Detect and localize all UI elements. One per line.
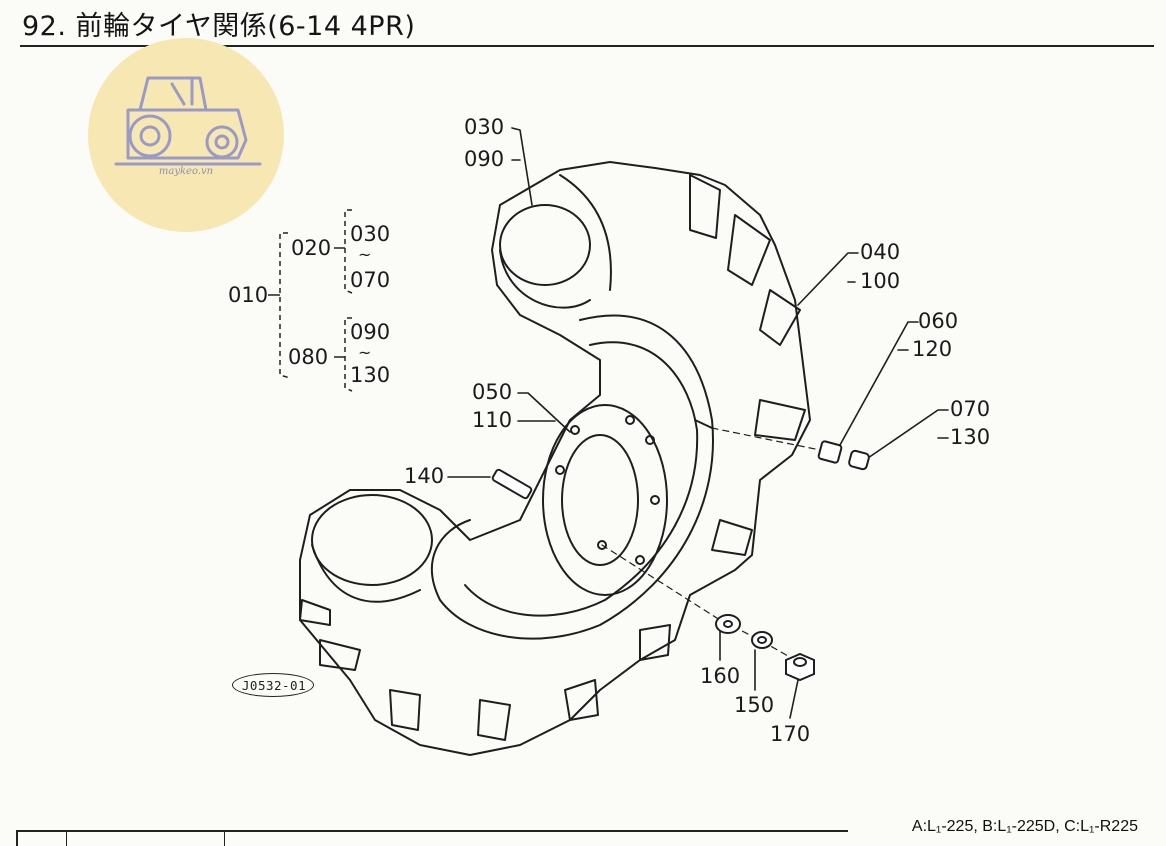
reference-code-oval: J0532-01 bbox=[232, 673, 314, 697]
callout-140: 140 bbox=[404, 464, 445, 488]
callout-040: 040 bbox=[860, 240, 901, 264]
callout-090: 090 bbox=[464, 147, 505, 171]
lower-tube-opening bbox=[311, 494, 433, 586]
tree-bracket-a bbox=[344, 209, 353, 294]
tree-group-b-from: 090 bbox=[350, 320, 391, 344]
watermark-logo: maykeo.vn bbox=[88, 38, 284, 232]
stud-bolt bbox=[491, 468, 533, 500]
callout-170: 170 bbox=[770, 722, 811, 746]
callout-110: 110 bbox=[472, 408, 513, 432]
tree-bracket-root bbox=[279, 232, 291, 379]
callout-150: 150 bbox=[734, 693, 775, 717]
watermark-brand: maykeo.vn bbox=[158, 166, 214, 177]
callout-100: 100 bbox=[860, 269, 901, 293]
tree-group-a-label: 020 bbox=[291, 236, 332, 260]
reference-code: J0532-01 bbox=[241, 678, 307, 693]
callout-070: 070 bbox=[950, 397, 991, 421]
callout-060: 060 bbox=[918, 309, 959, 333]
footer-table-divider bbox=[224, 832, 225, 846]
callout-160: 160 bbox=[700, 664, 741, 688]
title-rule bbox=[20, 45, 1154, 47]
page-title: 92. 前輪タイヤ関係(6-14 4PR) bbox=[22, 11, 416, 42]
tractor-icon bbox=[114, 76, 262, 166]
valve-cap bbox=[848, 449, 870, 471]
rim-inner-edge-2 bbox=[464, 341, 699, 617]
tree-group-b-range: ~ bbox=[358, 343, 372, 362]
hub-center-hole bbox=[561, 434, 639, 566]
tree-group-a-range: ~ bbox=[358, 245, 372, 264]
callout-120: 120 bbox=[912, 337, 953, 361]
tree-root-label: 010 bbox=[228, 283, 269, 307]
valve-core bbox=[817, 440, 843, 464]
rim-inner-edge bbox=[430, 314, 714, 640]
upper-tube-opening bbox=[499, 204, 591, 286]
footer-table bbox=[16, 830, 848, 846]
callout-130: 130 bbox=[950, 425, 991, 449]
model-applicability-note: A:L₁-225, B:L₁-225D, C:L₁-R225 bbox=[911, 818, 1138, 835]
tree-bracket-b bbox=[344, 317, 353, 392]
tree-group-b-to: 130 bbox=[350, 363, 391, 387]
callout-050: 050 bbox=[472, 380, 513, 404]
tree-group-a-from: 030 bbox=[350, 222, 391, 246]
footer-table-divider bbox=[66, 832, 67, 846]
tree-group-a-to: 070 bbox=[350, 268, 391, 292]
tree-group-b-label: 080 bbox=[288, 345, 329, 369]
hub-disc bbox=[542, 404, 668, 596]
callout-030: 030 bbox=[464, 115, 505, 139]
